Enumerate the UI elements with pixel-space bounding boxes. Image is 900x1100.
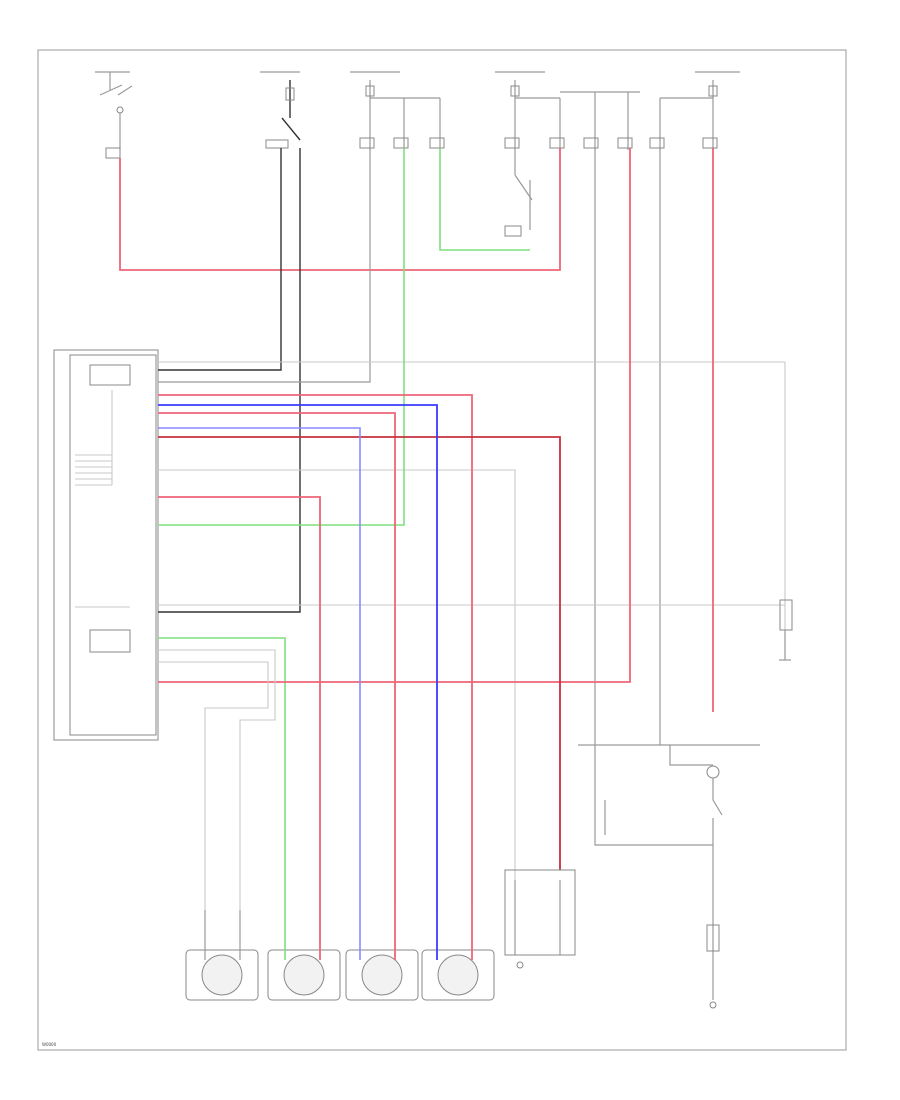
ignition-switch: [95, 71, 133, 159]
sensor-rear-left: [421, 900, 495, 1001]
wire-red-sensors: [158, 148, 714, 945]
control-module: [53, 349, 159, 741]
fuse-block-3: [495, 71, 565, 150]
ground-right: [779, 630, 791, 661]
wheel-sensors: [185, 900, 495, 1001]
top-power-sources: [95, 71, 740, 159]
fuse-block-5: [649, 71, 740, 150]
fuse-block-2: [350, 71, 445, 150]
sensor-rear-right: [345, 900, 419, 1001]
transmission-circuit: [578, 599, 793, 1009]
sensor-front-left: [267, 945, 341, 1001]
wire-blue: [158, 404, 438, 912]
wire-darkred: [158, 436, 561, 870]
sensor-front-right: [185, 910, 259, 1001]
center-switch: [504, 869, 576, 969]
wire-red-top: [119, 148, 561, 271]
wire-gray-sensors: [158, 649, 276, 910]
wire-green: [158, 148, 530, 945]
module-pin-stack: [75, 390, 113, 486]
fuse-block-1: [260, 71, 301, 149]
diagram-frame: [37, 49, 847, 1051]
figure-code: W0000: [42, 1042, 57, 1047]
fuse-block-4: [560, 91, 640, 150]
top-switch: [504, 150, 533, 237]
wire-black-power: [158, 148, 301, 613]
